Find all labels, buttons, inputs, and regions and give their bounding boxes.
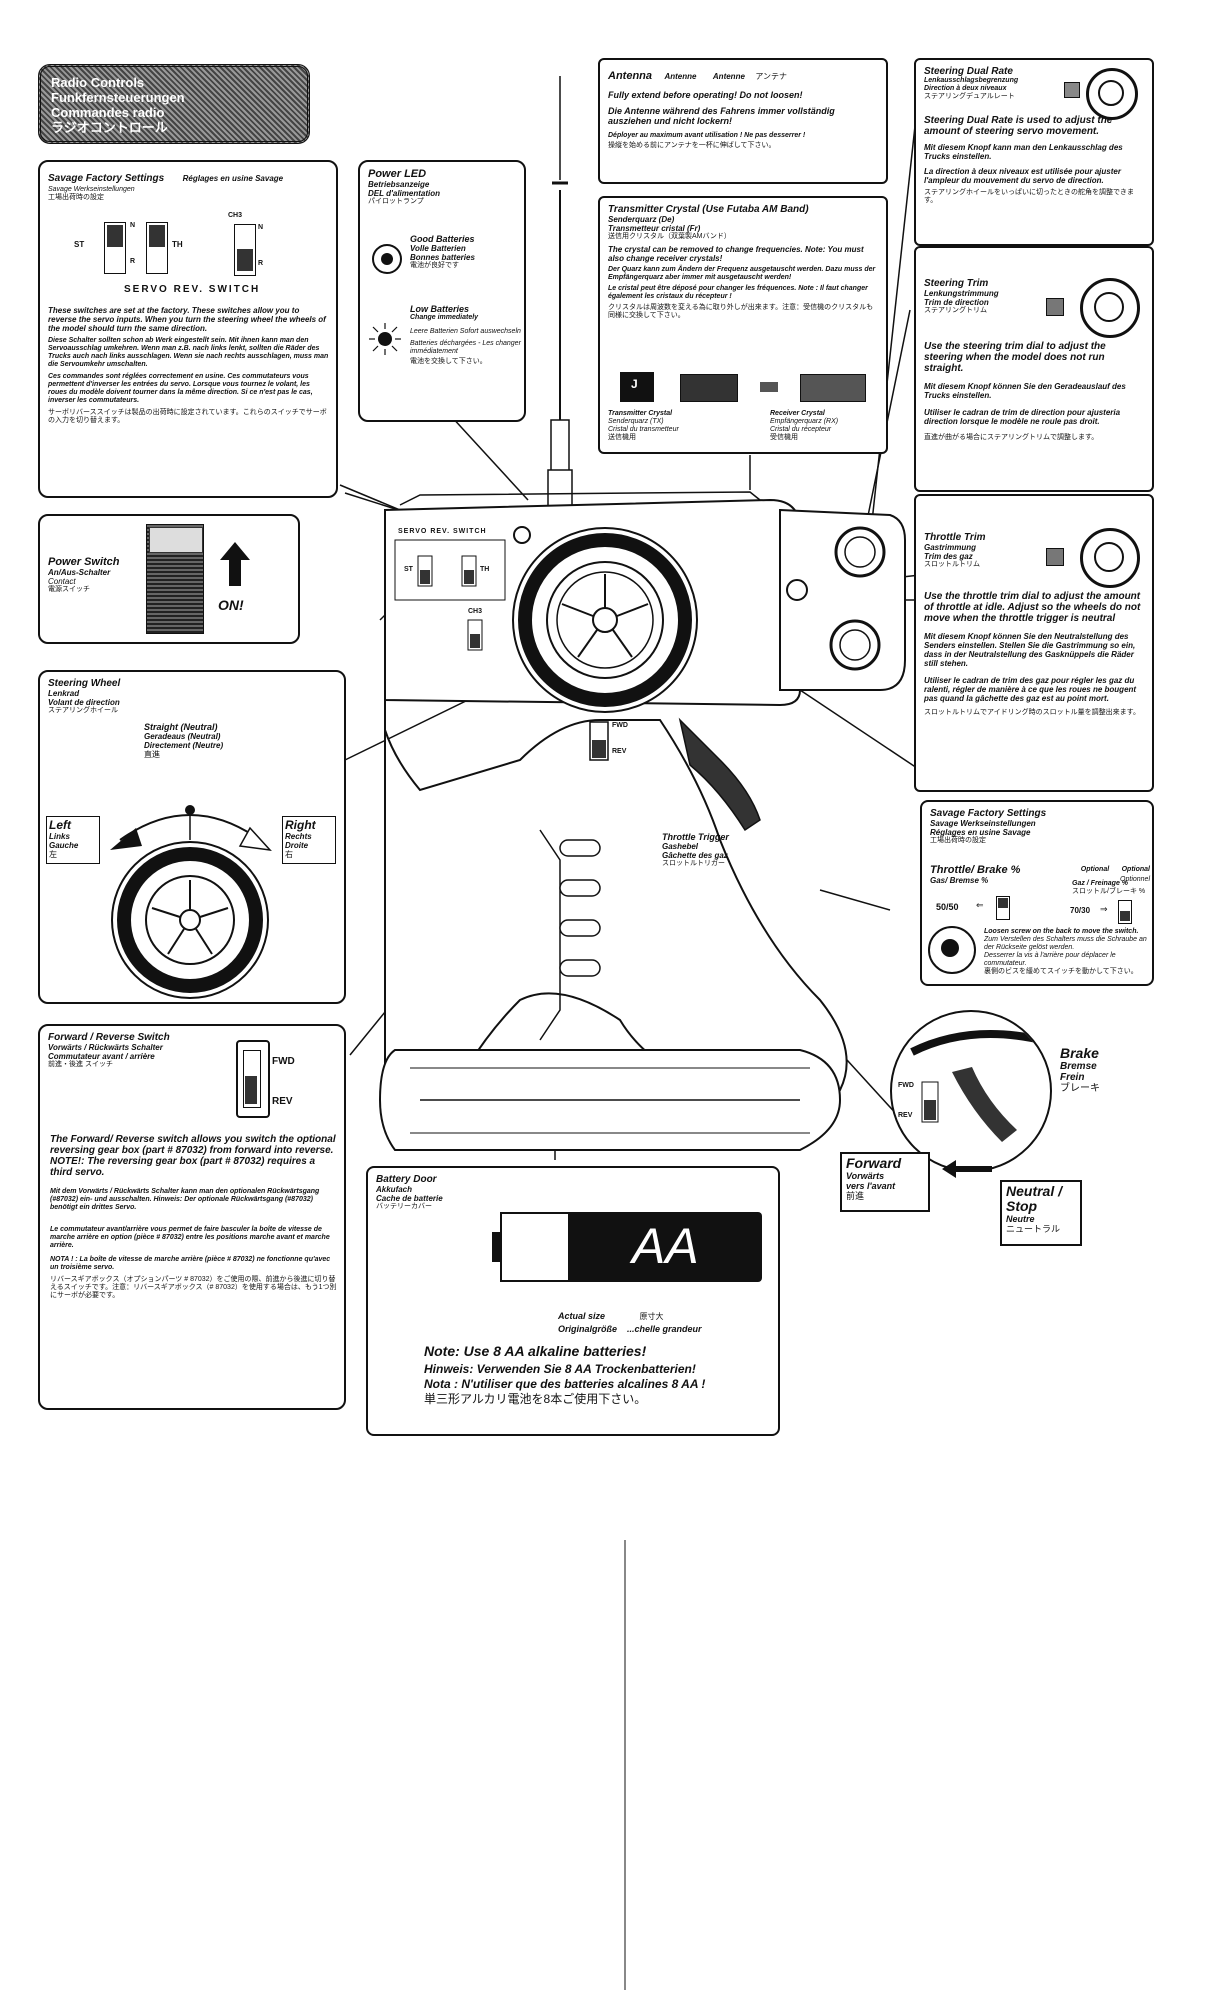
factory-settings-title-fr: Réglages en usine Savage [182, 174, 284, 183]
ch3-switch [234, 224, 256, 276]
throttle-trigger-label: Throttle Trigger Gashebel Gâchette des g… [662, 832, 729, 867]
factory-settings-title-de: Savage Werkseinstellungen [48, 186, 135, 193]
throttle-factory-panel: Savage Factory Settings Savage Werkseins… [920, 800, 1154, 986]
led-good-icon [372, 244, 402, 274]
banner-line-1: Radio Controls [51, 75, 145, 90]
neutral-callout: Neutral / Stop Neutre ニュートラル [1000, 1180, 1082, 1246]
battery-door-panel: Battery Door Akkufach Cache de batterie … [366, 1166, 780, 1436]
steering-left-label: Left Links Gauche 左 [46, 816, 100, 864]
dual-rate-dial-icon [1086, 68, 1138, 120]
steering-trim-knob-icon [1046, 298, 1064, 316]
page-banner: Radio Controls Funkfernsteuerungen Comma… [38, 64, 310, 144]
throttle-trim-title: Throttle Trim [924, 532, 986, 543]
throttle-factory-title: Savage Factory Settings [930, 808, 1047, 819]
crystal-rx-body [800, 374, 866, 402]
fwd-rev-panel: Forward / Reverse Switch Vorwärts / Rück… [38, 1024, 346, 1410]
factory-settings-text-de: Diese Schalter sollten schon ab Werk ein… [48, 337, 329, 368]
ratio-5050: 50/50 [936, 902, 959, 912]
fwd-rev-title: Forward / Reverse Switch [48, 1032, 170, 1043]
steering-wheel-title: Steering Wheel [48, 678, 121, 689]
crystal-tx-icon: J [620, 372, 654, 402]
banner-line-4: ラジオコントロール [51, 120, 168, 135]
servo-switch-diagram: ST N R TH CH3 N R SERVO REV. SWITCH [74, 212, 264, 295]
power-switch-on-label: ON! [218, 597, 244, 613]
factory-settings-text-fr: Ces commandes sont réglées correctement … [48, 373, 313, 404]
ratio-5050-switch [996, 896, 1010, 920]
aa-battery-label: AA [632, 1218, 699, 1274]
power-led-title: Power LED [368, 168, 427, 180]
factory-settings-title: Savage Factory Settings [48, 173, 165, 184]
steering-right-label: Right Rechts Droite 右 [282, 816, 336, 864]
factory-settings-title-jp: 工場出荷時の設定 [48, 194, 104, 201]
throttle-trim-panel: Throttle Trim Gastrimmung Trim des gaz ス… [914, 494, 1154, 792]
dual-rate-panel: Steering Dual Rate Lenkausschlagsbegrenz… [914, 58, 1154, 246]
servo-rev-switch-label: SERVO REV. SWITCH [124, 284, 261, 295]
throttle-trim-knob-icon [1046, 548, 1064, 566]
battery-door-title: Battery Door [376, 1174, 437, 1185]
forward-arrow-icon [942, 1160, 992, 1178]
power-switch-graphic [146, 524, 204, 634]
crystal-rx-icon [760, 382, 778, 392]
screw-icon [928, 926, 976, 974]
banner-line-2: Funkfernsteuerungen [51, 90, 185, 105]
brake-label: Brake Bremse Frein ブレーキ [1060, 1045, 1100, 1095]
antenna-title: Antenna [608, 70, 652, 82]
arrow-up-icon [220, 542, 250, 586]
crystal-tx-body [680, 374, 738, 402]
throttle-trim-dial-icon [1080, 528, 1140, 588]
battery-note-en: Note: Use 8 AA alkaline batteries! [424, 1343, 647, 1359]
power-switch-title: Power Switch [48, 556, 120, 568]
antenna-panel: Antenna Antenne Antenne アンテナ Fully exten… [598, 58, 888, 184]
banner-line-3: Commandes radio [51, 105, 165, 120]
trigger-detail-circle: FWD REV [890, 1010, 1052, 1172]
power-switch-panel: Power Switch An/Aus-Schalter Contact 電源ス… [38, 514, 300, 644]
forward-callout: Forward Vorwärts vers l'avant 前進 [840, 1152, 930, 1212]
dual-rate-title: Steering Dual Rate [924, 66, 1013, 77]
st-switch [104, 222, 126, 274]
steering-trim-title: Steering Trim [924, 278, 989, 289]
th-switch [146, 222, 168, 274]
steering-wheel-diagram [90, 780, 290, 1000]
steering-trim-dial-icon [1080, 278, 1140, 338]
ratio-7030-switch [1118, 900, 1132, 924]
steering-trim-panel: Steering Trim Lenkungstrimmung Trim de d… [914, 246, 1154, 492]
crystal-title: Transmitter Crystal (Use Futaba AM Band) [608, 204, 809, 215]
power-led-panel: Power LED Betriebsanzeige DEL d'alimenta… [358, 160, 526, 422]
ratio-7030: 70/30 [1070, 906, 1091, 915]
steering-wheel-panel: Steering Wheel Lenkrad Volant de directi… [38, 670, 346, 1004]
crystal-panel: Transmitter Crystal (Use Futaba AM Band)… [598, 196, 888, 454]
factory-settings-text-jp: サーボリバーススイッチは製品の出荷時に設定されています。これらのスイッチでサーボ… [48, 409, 327, 424]
tx-servo-rev-label: SERVO REV. SWITCH [398, 528, 487, 535]
factory-settings-panel: Savage Factory Settings Réglages en usin… [38, 160, 338, 498]
dual-rate-knob-icon [1064, 82, 1080, 98]
factory-settings-text-en: These switches are set at the factory. T… [48, 306, 326, 333]
aa-battery-icon: AA [492, 1212, 762, 1282]
fwd-rev-switch-graphic [236, 1040, 270, 1118]
led-low-icon [368, 322, 402, 356]
